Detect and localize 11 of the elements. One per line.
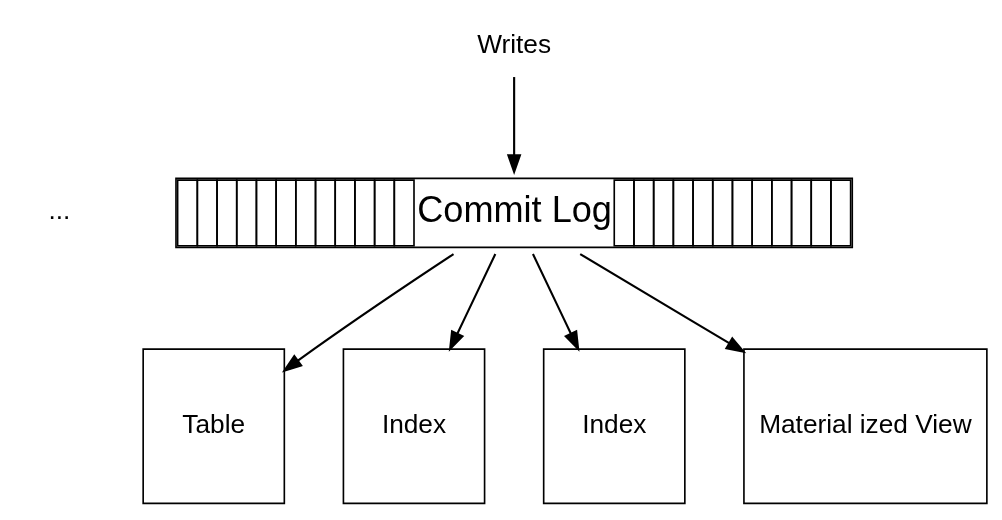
arrow [448, 253, 497, 352]
node-box: Material ized View [743, 347, 988, 504]
node-box: Index [542, 347, 686, 504]
node-text: Writes [477, 28, 552, 59]
node-box: Table [142, 347, 286, 504]
arrow [281, 252, 455, 372]
label: ... [48, 194, 71, 225]
arrow [579, 252, 747, 353]
arrow [532, 253, 580, 352]
arrow [506, 76, 522, 175]
node-box: Index [342, 347, 486, 504]
